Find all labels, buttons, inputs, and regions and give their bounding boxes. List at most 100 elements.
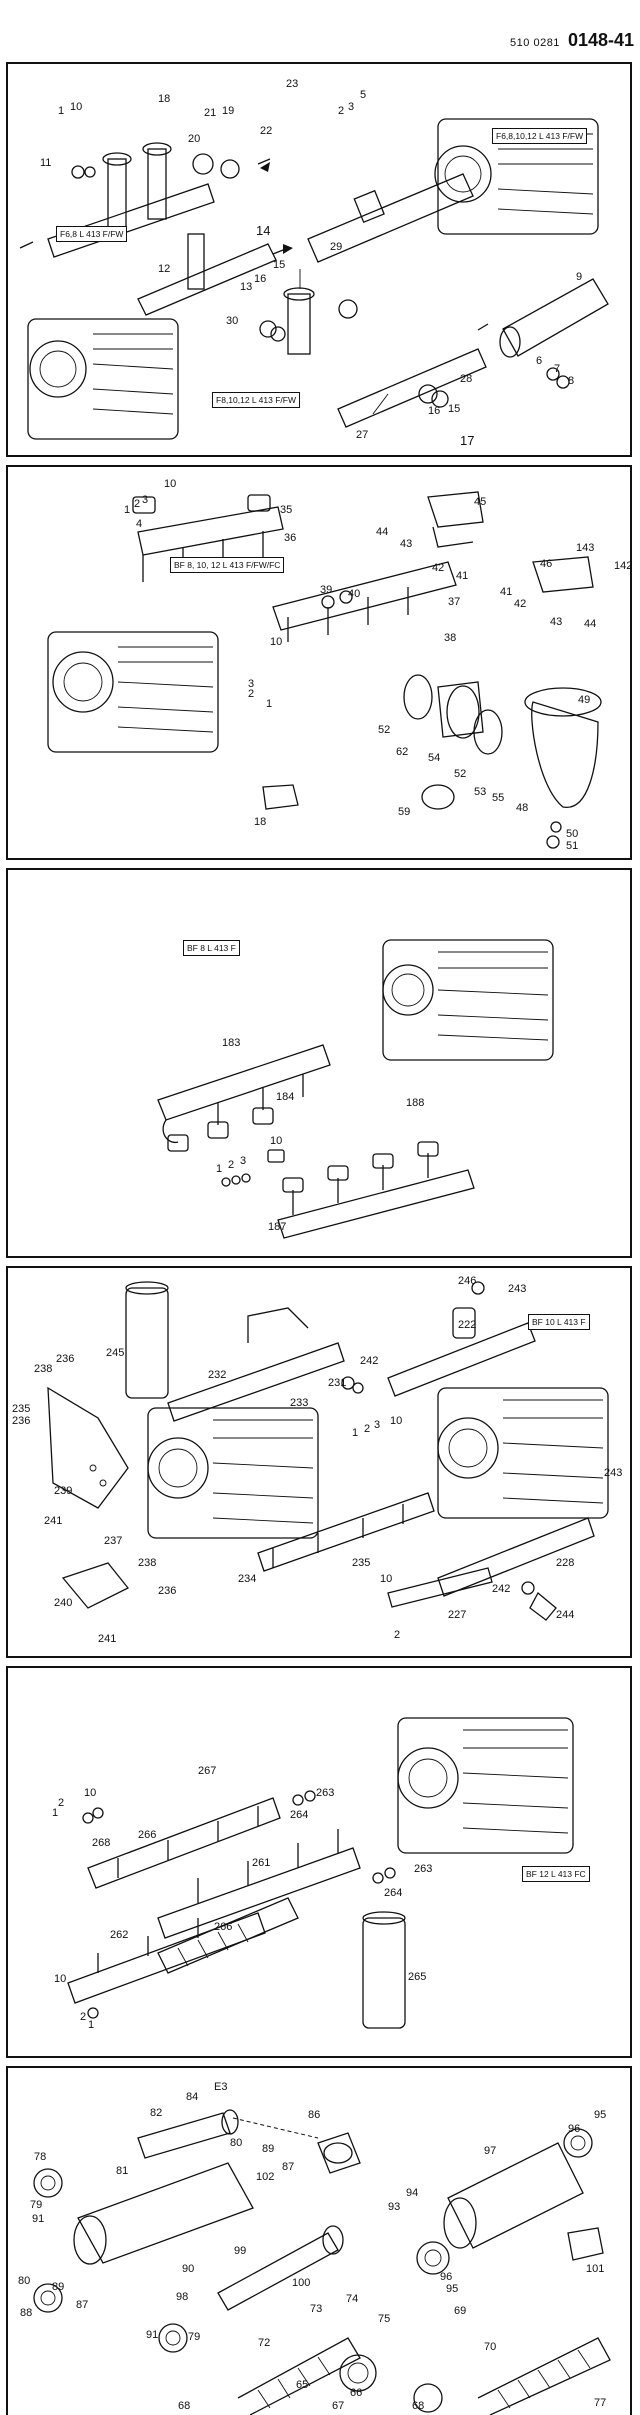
part-number: 54: [428, 752, 441, 764]
part-number: 236: [12, 1415, 31, 1427]
part-number: 44: [376, 526, 389, 538]
exploded-diagram-bf12: [67, 1717, 574, 2029]
part-number: 72: [258, 2337, 271, 2349]
part-number: 245: [106, 1347, 125, 1359]
engine-label-box: F8,10,12 L 413 F/FW: [212, 392, 300, 408]
exploded-diagram-silencers: [33, 2109, 611, 2415]
part-number: 241: [44, 1515, 63, 1527]
part-number: 55: [492, 792, 505, 804]
document-code: 510 0281: [510, 37, 560, 49]
part-number: 15: [448, 403, 461, 415]
part-number: 264: [290, 1809, 309, 1821]
part-number: 1: [88, 2019, 95, 2031]
part-number: E3: [214, 2081, 228, 2093]
part-number: 262: [110, 1929, 129, 1941]
part-number: 50: [566, 828, 579, 840]
part-number: 238: [138, 1557, 157, 1569]
part-number: 42: [432, 562, 445, 574]
part-number: 1: [124, 504, 131, 516]
exploded-diagram-bf10: [47, 1281, 609, 1621]
part-number: 66: [350, 2387, 363, 2399]
part-number: 244: [556, 1609, 575, 1621]
part-number: 44: [584, 618, 597, 630]
part-number: 65: [296, 2379, 309, 2391]
part-number: 53: [474, 786, 487, 798]
part-number: 37: [448, 596, 461, 608]
part-number: 1: [352, 1427, 359, 1439]
part-number: 143: [576, 542, 595, 554]
part-number: 235: [352, 1557, 371, 1569]
part-number: 84: [186, 2091, 199, 2103]
part-number: 68: [412, 2400, 425, 2412]
part-number: 2: [394, 1629, 401, 1641]
part-number: 10: [270, 636, 283, 648]
part-number: 1: [216, 1163, 223, 1175]
part-number: 29: [330, 241, 343, 253]
part-number: 12: [158, 263, 171, 275]
diagram-panel-3: BF 8 L 413 F 183 184 188 10 1 2 3 187: [6, 868, 632, 1258]
part-number: 98: [176, 2291, 189, 2303]
part-number: 5: [360, 89, 367, 101]
engine-label-box: BF 8, 10, 12 L 413 F/FW/FC: [170, 557, 285, 573]
engine-label-box: F6,8 L 413 F/FW: [56, 226, 128, 242]
part-number: 14: [256, 223, 271, 238]
part-number: 15: [273, 259, 286, 271]
part-number: 3: [240, 1155, 247, 1167]
part-number: 95: [446, 2283, 459, 2295]
part-number: 101: [586, 2263, 605, 2275]
part-number: 263: [414, 1863, 433, 1875]
part-number: 77: [594, 2397, 607, 2409]
part-number: 52: [454, 768, 467, 780]
part-number: 81: [116, 2165, 129, 2177]
part-number: 38: [444, 632, 457, 644]
part-number: 69: [454, 2305, 467, 2317]
engine-label-box: BF 12 L 413 FC: [522, 1866, 590, 1882]
part-number: 2: [58, 1797, 65, 1809]
part-number: 3: [142, 494, 149, 506]
diagram-panel-1: F6,8,10,12 L 413 F/FW F6,8 L 413 F/FW F8…: [6, 62, 632, 457]
part-number: 41: [456, 570, 469, 582]
diagram-panel-4: BF 10 L 413 F 246 243 222 245 236 238 23…: [6, 1266, 632, 1658]
part-number: 27: [356, 429, 369, 441]
part-number: 30: [226, 315, 239, 327]
part-number: 3: [374, 1419, 381, 1431]
part-number: 80: [18, 2275, 31, 2287]
part-number: 236: [56, 1353, 75, 1365]
part-number: 8: [568, 375, 575, 387]
part-number: 45: [474, 496, 487, 508]
part-number: 263: [316, 1787, 335, 1799]
part-number: 184: [276, 1091, 295, 1103]
part-number: 10: [164, 478, 177, 490]
exploded-diagram-bf8: [157, 939, 554, 1239]
part-number: 43: [400, 538, 413, 550]
part-number: 79: [188, 2331, 201, 2343]
part-number: 10: [390, 1415, 403, 1427]
part-number: 40: [348, 588, 361, 600]
part-number: 70: [484, 2341, 497, 2353]
part-number: 18: [254, 816, 267, 828]
part-number: 41: [500, 586, 513, 598]
part-number: 183: [222, 1037, 241, 1049]
part-number: 239: [54, 1485, 73, 1497]
part-number: 241: [98, 1633, 117, 1645]
part-number: 243: [604, 1467, 623, 1479]
part-number: 234: [238, 1573, 257, 1585]
part-number: 142: [614, 560, 632, 572]
part-number: 4: [136, 518, 143, 530]
part-number: 10: [70, 101, 83, 113]
part-number: 267: [198, 1765, 217, 1777]
part-number: 94: [406, 2187, 419, 2199]
part-number: 2: [228, 1159, 235, 1171]
part-number: 2: [338, 105, 345, 117]
part-number: 20: [188, 133, 201, 145]
part-number: 236: [158, 1585, 177, 1597]
part-number: 90: [182, 2263, 195, 2275]
part-number: 266: [214, 1921, 233, 1933]
part-number: 59: [398, 806, 411, 818]
part-number: 3: [348, 101, 355, 113]
part-number: 78: [34, 2151, 47, 2163]
part-number: 89: [262, 2143, 275, 2155]
part-number: 10: [380, 1573, 393, 1585]
part-number: 261: [252, 1857, 271, 1869]
part-number: 188: [406, 1097, 425, 1109]
